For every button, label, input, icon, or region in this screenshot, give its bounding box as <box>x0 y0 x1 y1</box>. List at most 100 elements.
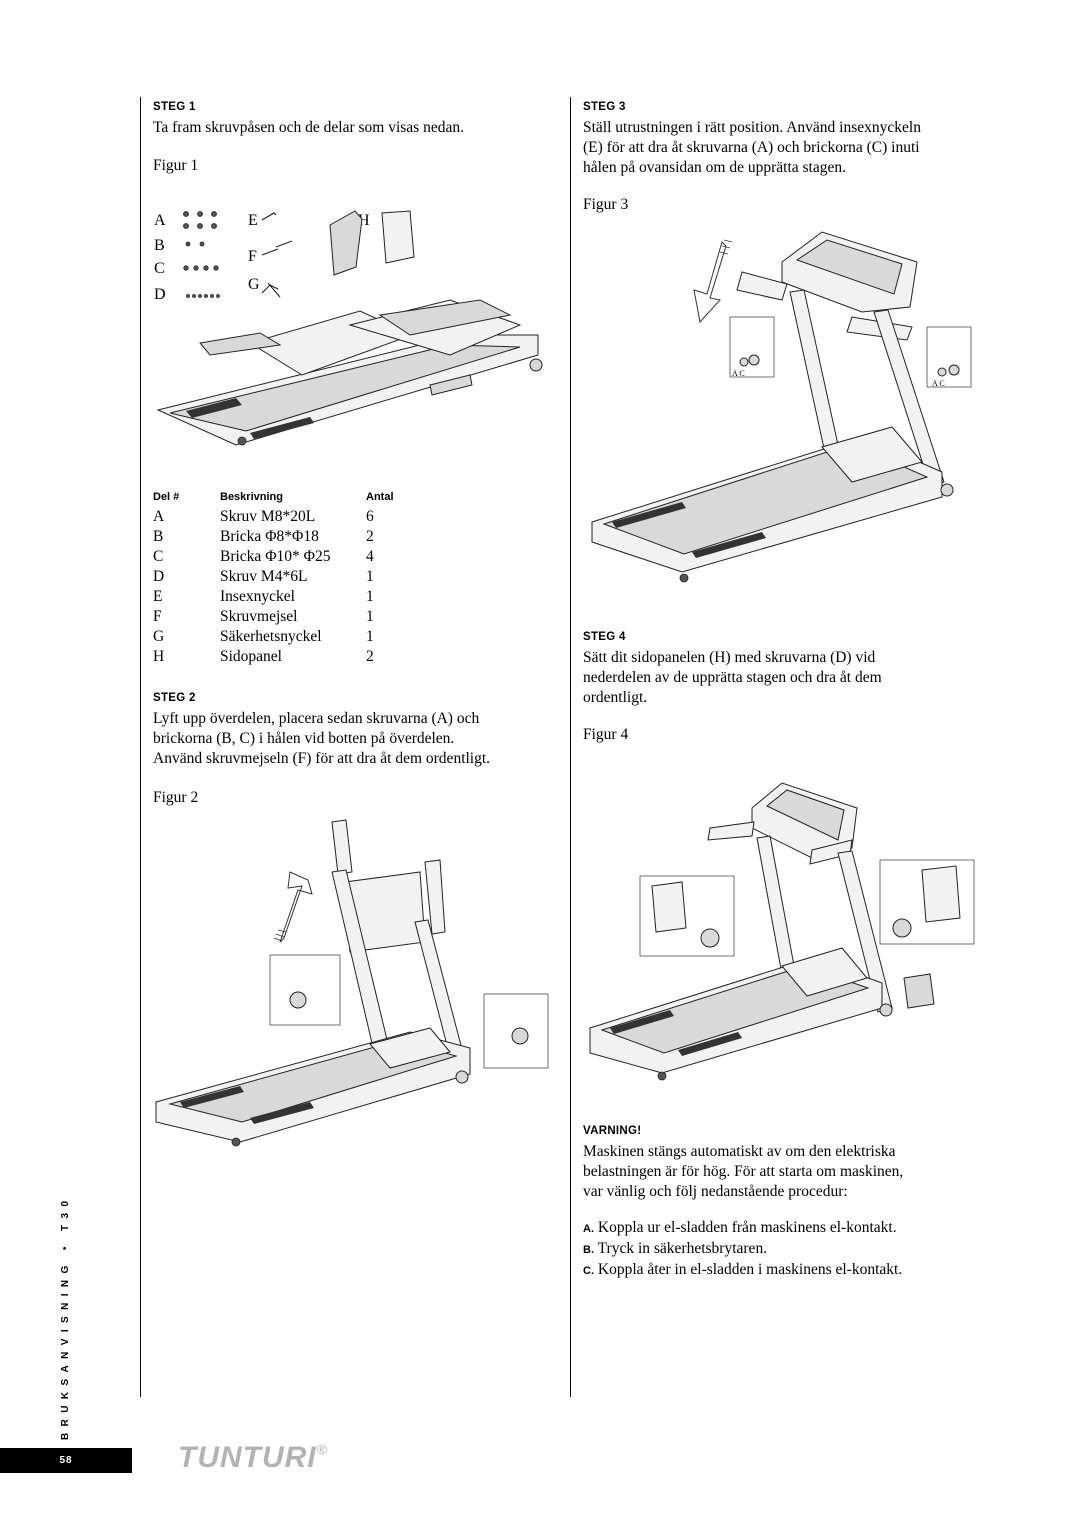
figure4-caption: Figur 4 <box>583 726 629 743</box>
column-divider <box>570 97 571 1397</box>
warning-line: Maskinen stängs automatiskt av om den el… <box>583 1143 896 1160</box>
part-qty: 1 <box>366 588 374 605</box>
figure4-illustration <box>589 782 975 1081</box>
list-item: B. Tryck in säkerhetsbrytaren. <box>583 1239 902 1260</box>
list-item-text: Koppla ur el-sladden från maskinens el-k… <box>597 1219 897 1236</box>
part-desc: Insexnyckel <box>220 588 295 605</box>
part-qty: 1 <box>366 628 374 645</box>
step4-line: nederdelen av de upprätta stagen och dra… <box>583 669 882 686</box>
part-id: D <box>153 568 165 585</box>
table-row: G Säkerhetsnyckel 1 <box>153 627 394 647</box>
warning-heading: VARNING! <box>583 1125 642 1137</box>
part-qty: 1 <box>366 568 374 585</box>
part-id: E <box>153 588 163 605</box>
step2-text: Lyft upp överdelen, placera sedan skruva… <box>153 709 490 769</box>
step3-line: hålen på ovansidan om de upprätta stagen… <box>583 159 846 176</box>
step4-text: Sätt dit sidopanelen (H) med skruvarna (… <box>583 648 882 708</box>
left-margin-line <box>140 97 141 1397</box>
figure2-illustration <box>155 819 549 1147</box>
part-label-b: B <box>154 237 165 254</box>
screwdriver-f-icon <box>261 240 293 256</box>
part-label-c: C <box>154 260 165 277</box>
table-row: A Skruv M8*20L 6 <box>153 507 394 527</box>
part-id: B <box>153 528 164 545</box>
svg-text:A C: A C <box>732 369 745 378</box>
step4-line: ordentligt. <box>583 689 648 706</box>
step3-line: (E) för att dra åt skruvarna (A) och bri… <box>583 139 920 156</box>
part-desc: Skruv M4*6L <box>220 568 308 585</box>
down-arrow-icon <box>693 241 727 324</box>
part-qty: 6 <box>366 508 374 525</box>
step2-line: brickorna (B, C) i hålen vid botten på ö… <box>153 730 455 747</box>
list-item-text: Koppla åter in el-sladden i maskinens el… <box>597 1261 903 1278</box>
screws-a-icon <box>183 211 217 229</box>
part-qty: 4 <box>366 548 374 565</box>
step1-heading: STEG 1 <box>153 101 196 113</box>
part-id: G <box>153 628 165 645</box>
table-row: C Bricka Φ10* Φ25 4 <box>153 547 394 567</box>
safety-key-g-icon <box>261 282 281 298</box>
part-id: A <box>153 508 165 525</box>
part-label-f: F <box>248 248 257 265</box>
part-desc: Bricka Φ8*Φ18 <box>220 528 319 545</box>
figure3-illustration: A C A C <box>591 231 972 583</box>
step1-text: Ta fram skruvpåsen och de delar som visa… <box>153 119 464 136</box>
figure1-illustration: A B C D E F G H <box>154 210 543 446</box>
svg-text:A C: A C <box>932 379 945 388</box>
part-id: H <box>153 648 165 665</box>
step3-text: Ställ utrustningen i rätt position. Anvä… <box>583 118 921 178</box>
parts-table-header: Del # Beskrivning Antal <box>153 491 394 507</box>
part-desc: Sidopanel <box>220 648 282 665</box>
part-label-e: E <box>248 212 258 229</box>
brand-logo-text: TUNTURI <box>178 1441 317 1474</box>
brand-logo: TUNTURI® <box>178 1441 327 1475</box>
washers-c-icon <box>183 265 219 271</box>
list-item-letter: B. <box>583 1244 594 1256</box>
part-label-g: G <box>248 276 260 293</box>
page-number: 58 <box>0 1448 132 1473</box>
step4-line: Sätt dit sidopanelen (H) med skruvarna (… <box>583 649 876 666</box>
part-label-d: D <box>154 286 166 303</box>
header-antal: Antal <box>366 491 394 503</box>
part-label-a: A <box>154 212 166 229</box>
parts-table: Del # Beskrivning Antal A Skruv M8*20L 6 B… <box>153 491 394 667</box>
step3-heading: STEG 3 <box>583 101 626 113</box>
part-qty: 2 <box>366 648 374 665</box>
table-row: H Sidopanel 2 <box>153 647 394 667</box>
part-desc: Bricka Φ10* Φ25 <box>220 548 331 565</box>
part-desc: Skruvmejsel <box>220 608 298 625</box>
part-qty: 1 <box>366 608 374 625</box>
table-row: F Skruvmejsel 1 <box>153 607 394 627</box>
header-del: Del # <box>153 491 180 503</box>
table-row: D Skruv M4*6L 1 <box>153 567 394 587</box>
warning-text: Maskinen stängs automatiskt av om den el… <box>583 1142 903 1202</box>
hex-key-e-icon <box>261 212 277 221</box>
part-id: F <box>153 608 162 625</box>
warning-line: var vänlig och följ nedanstående procedu… <box>583 1183 848 1200</box>
figure2-caption: Figur 2 <box>153 789 199 806</box>
list-item: A. Koppla ur el-sladden från maskinens e… <box>583 1218 902 1239</box>
list-item-text: Tryck in säkerhetsbrytaren. <box>597 1240 768 1257</box>
part-id: C <box>153 548 164 565</box>
treadmill-folded-drawing <box>156 299 543 446</box>
figure1-caption: Figur 1 <box>153 157 199 174</box>
side-manual-label: BRUKSANVISNING • T30 <box>60 1194 71 1440</box>
up-arrow-icon <box>279 871 313 943</box>
side-panel-h-icon <box>329 210 363 276</box>
screw-d-icon <box>186 294 220 298</box>
step2-line: Lyft upp överdelen, placera sedan skruva… <box>153 710 480 727</box>
part-desc: Säkerhetsnyckel <box>220 628 322 645</box>
table-row: E Insexnyckel 1 <box>153 587 394 607</box>
registered-mark: ® <box>316 1441 327 1457</box>
step2-heading: STEG 2 <box>153 692 196 704</box>
step3-line: Ställ utrustningen i rätt position. Anvä… <box>583 119 921 136</box>
warning-procedure-list: A. Koppla ur el-sladden från maskinens e… <box>583 1218 902 1281</box>
figure3-caption: Figur 3 <box>583 196 629 213</box>
step2-line: Använd skruvmejseln (F) för att dra åt d… <box>153 750 491 767</box>
warning-line: belastningen är för hög. För att starta … <box>583 1163 904 1180</box>
washers-b-icon <box>185 241 205 247</box>
step4-heading: STEG 4 <box>583 631 626 643</box>
part-desc: Skruv M8*20L <box>220 508 316 525</box>
list-item-letter: A. <box>583 1223 594 1235</box>
